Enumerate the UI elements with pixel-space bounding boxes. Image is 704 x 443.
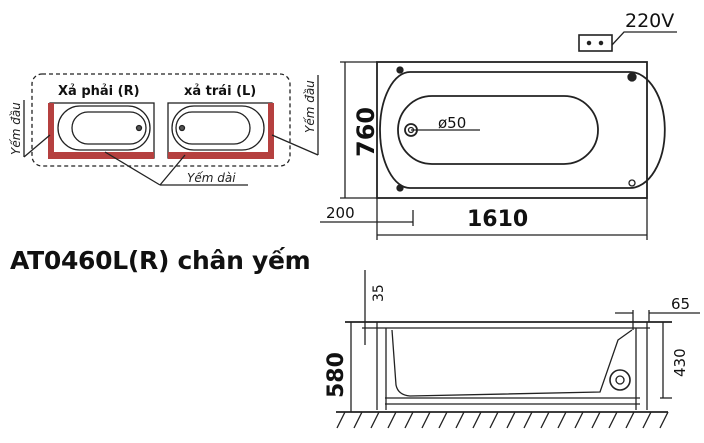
label-left-drain: xả trái (L) <box>184 84 256 99</box>
label-right-drain: Xả phải (R) <box>58 84 140 99</box>
dim-inner-height: 430 <box>671 348 689 377</box>
tub-right-drain <box>48 102 155 159</box>
side-view <box>336 270 700 429</box>
label-power: 220V <box>625 10 674 32</box>
label-end-apron-right: Yếm đầu <box>303 80 317 133</box>
dim-length: 1610 <box>467 207 528 232</box>
product-title: AT0460L(R) chân yếm <box>10 246 311 275</box>
dashed-frame <box>31 73 291 167</box>
top-view <box>320 31 677 240</box>
label-end-apron-left: Yếm đầu <box>9 102 23 155</box>
label-long-apron: Yếm dài <box>187 171 236 185</box>
dim-rim: 35 <box>371 284 387 302</box>
dim-width: 760 <box>352 107 380 157</box>
dim-edge: 65 <box>671 295 690 313</box>
tub-left-drain <box>167 102 274 159</box>
dim-offset: 200 <box>326 204 355 222</box>
dim-height-total: 580 <box>324 352 349 398</box>
power-socket-icon <box>578 34 613 52</box>
dim-drain: ø50 <box>438 114 466 132</box>
